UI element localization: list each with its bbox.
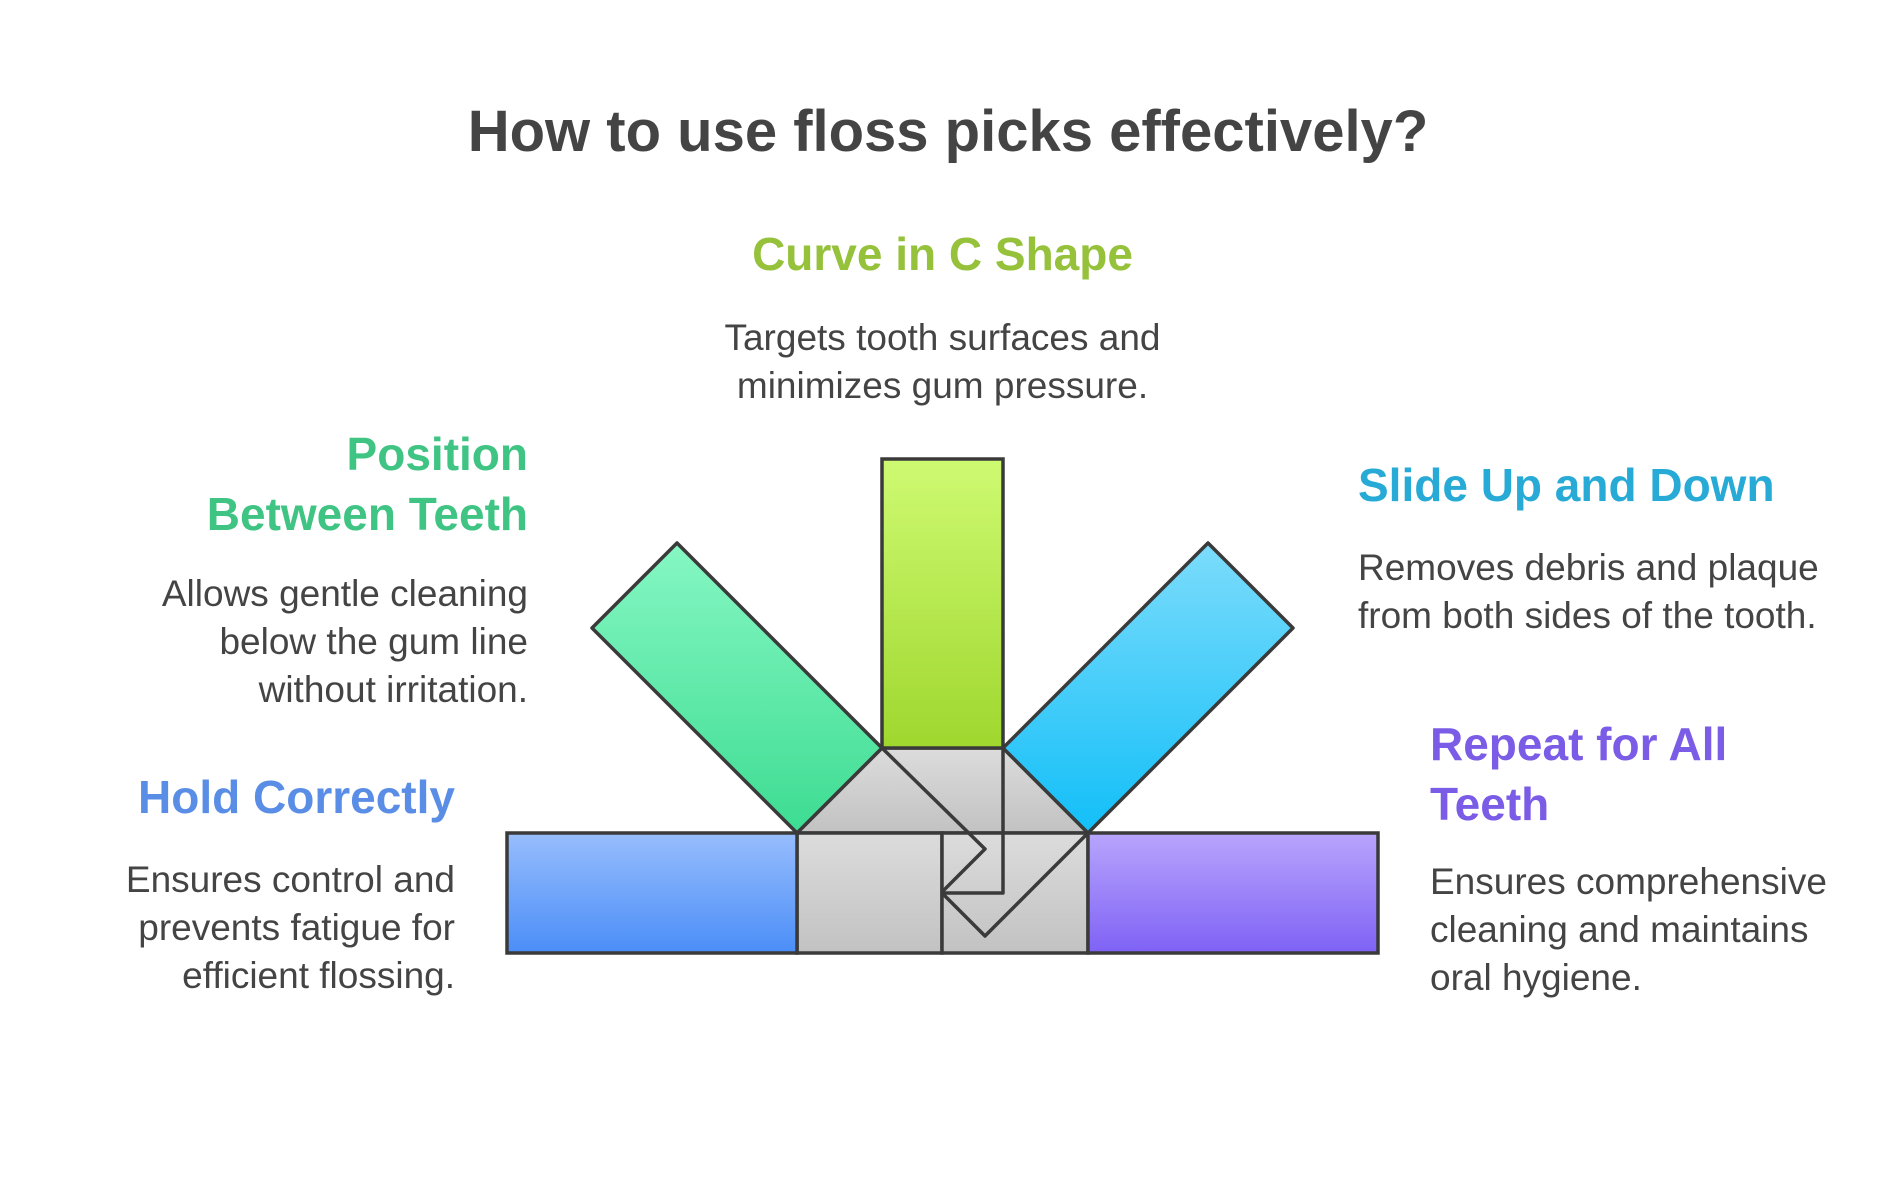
repeat-all-teeth-description: Ensures comprehensive cleaning and maint… (1430, 861, 1827, 998)
slide-up-down-title: Slide Up and Down (1358, 459, 1775, 511)
position-between-teeth-bar (590, 541, 884, 835)
repeat-all-teeth-title: Repeat for All Teeth (1430, 718, 1728, 830)
slide-up-down-description: Removes debris and plaque from both side… (1358, 547, 1819, 636)
repeat-all-teeth-bar (1086, 831, 1380, 955)
page-title: How to use floss picks effectively? (467, 99, 1429, 164)
hold-correctly-title: Hold Correctly (138, 771, 455, 823)
hold-correctly-bar (505, 831, 799, 955)
center-hub-left-square (795, 831, 944, 955)
hold-correctly-description: Ensures control and prevents fatigue for… (125, 859, 455, 996)
position-between-teeth-title: Position Between Teeth (206, 428, 528, 540)
curve-c-shape-bar (880, 457, 1005, 750)
position-between-teeth-description: Allows gentle cleaning below the gum lin… (161, 573, 528, 710)
curve-c-shape-title: Curve in C Shape (752, 228, 1133, 280)
curve-c-shape-description: Targets tooth surfaces and minimizes gum… (724, 317, 1161, 406)
center-hub-fold-right (940, 748, 1090, 938)
center-hub-fold-left (880, 746, 987, 894)
slide-up-down-bar (1001, 541, 1295, 835)
